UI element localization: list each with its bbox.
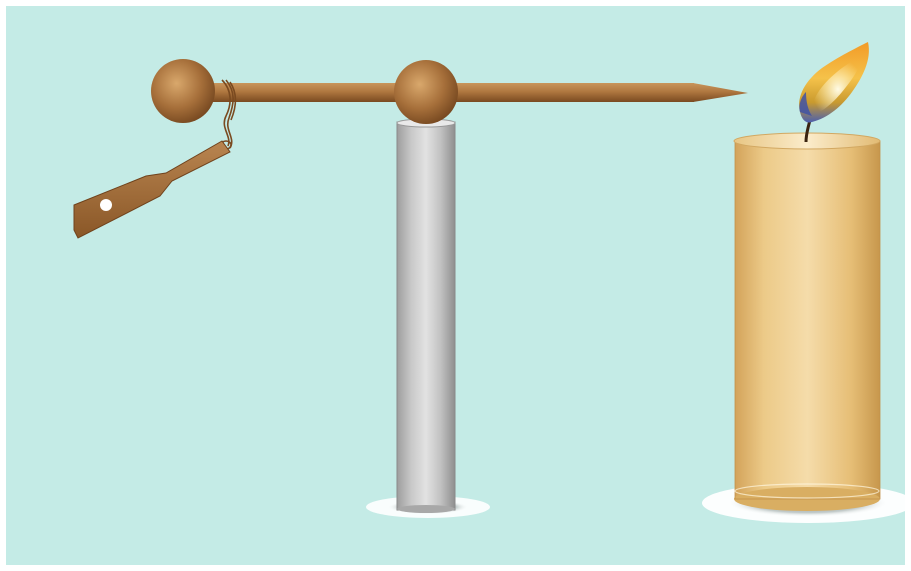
candle-icon — [734, 133, 880, 511]
spoon-hole — [100, 199, 112, 211]
pivot-ball-icon — [394, 60, 458, 124]
end-ball-icon — [151, 59, 215, 123]
lever-rod-icon — [182, 83, 748, 102]
support-stand-icon — [397, 119, 455, 513]
